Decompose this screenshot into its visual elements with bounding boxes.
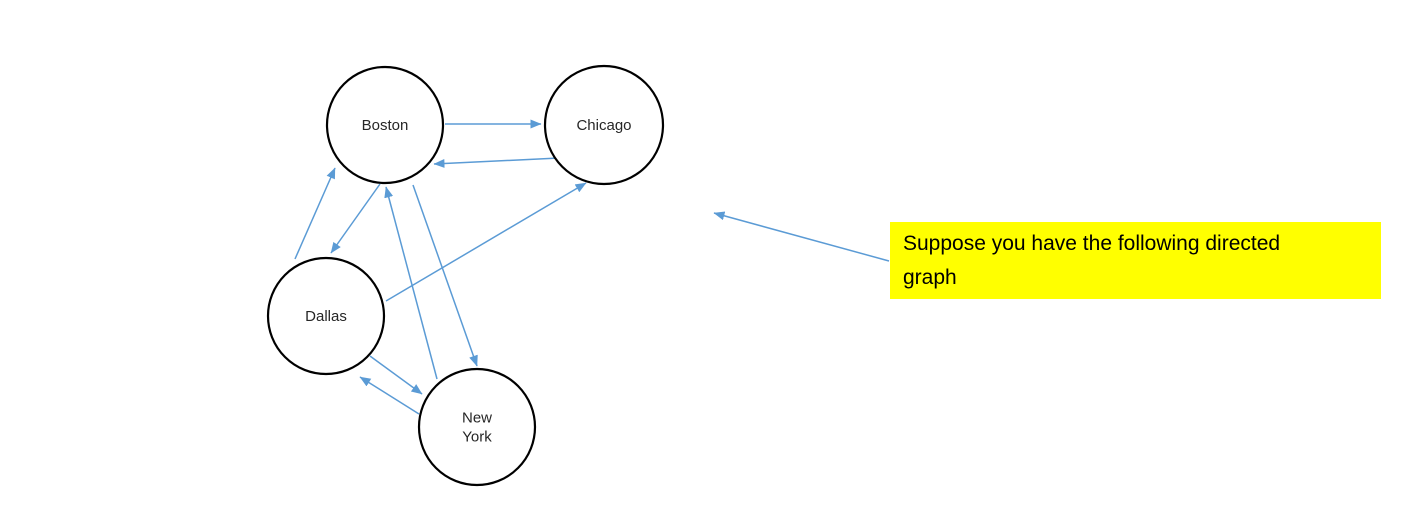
node-circle-boston <box>325 65 445 185</box>
annotation-arrow <box>713 211 890 262</box>
graph-node-boston: Boston <box>325 65 445 185</box>
graph-node-dallas: Dallas <box>266 256 386 376</box>
graph-node-chicago: Chicago <box>543 64 665 186</box>
annotation-text-line-1: Suppose you have the following directed <box>903 232 1281 255</box>
edge-dallas-to-new-york <box>369 355 423 395</box>
annotation-callout: Suppose you have the following directed … <box>890 222 1381 299</box>
edge-boston-to-dallas <box>330 183 381 254</box>
node-circle-chicago <box>543 64 665 186</box>
node-circle-new-york <box>417 367 537 487</box>
edge-boston-to-new-york <box>412 184 478 367</box>
edge-dallas-to-boston <box>294 167 336 260</box>
node-label-boston: Boston <box>362 117 409 134</box>
node-label-chicago: Chicago <box>576 117 631 134</box>
node-circle-dallas <box>266 256 386 376</box>
edge-new-york-to-dallas <box>359 376 420 415</box>
edge-chicago-to-boston <box>433 157 560 168</box>
annotation-text-line-2: graph <box>903 266 957 289</box>
node-label-dallas: Dallas <box>305 308 347 325</box>
edge-new-york-to-boston <box>384 186 438 380</box>
edge-dallas-to-chicago <box>385 182 587 302</box>
